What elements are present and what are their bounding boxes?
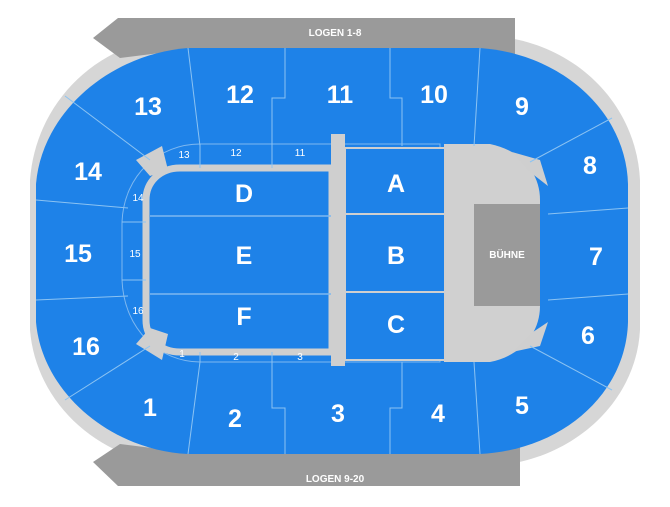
floor-block-a[interactable] <box>344 147 446 215</box>
section-10[interactable]: 10 <box>420 81 448 109</box>
floor-label-e: E <box>236 242 253 270</box>
section-11[interactable]: 11 <box>327 81 354 109</box>
loge-bottom-band[interactable] <box>93 444 520 486</box>
lower-section-15[interactable]: 15 <box>129 249 141 260</box>
stage-box <box>474 204 540 306</box>
section-12[interactable]: 12 <box>226 81 254 109</box>
floor-outline <box>142 164 336 356</box>
section-15[interactable]: 15 <box>64 240 92 268</box>
section-7[interactable]: 7 <box>589 243 603 271</box>
wedge-lower-right <box>512 322 548 352</box>
section-5[interactable]: 5 <box>515 392 529 420</box>
section-2[interactable]: 2 <box>228 405 242 433</box>
stage-label: BÜHNE <box>489 248 525 261</box>
section-9[interactable]: 9 <box>515 93 529 121</box>
lower-section-11[interactable]: 11 <box>295 148 306 159</box>
floor-label-d: D <box>235 180 253 208</box>
floor-block-c[interactable] <box>344 291 446 361</box>
wedge-upper-left <box>136 146 168 176</box>
wedge-upper-right <box>512 152 548 186</box>
floor-label-a: A <box>387 170 405 198</box>
upper-section-dividers <box>35 47 629 455</box>
loge-top-label: LOGEN 1-8 <box>309 28 362 39</box>
section-3[interactable]: 3 <box>331 400 345 428</box>
floor-block-b[interactable] <box>344 213 446 293</box>
walkway-divider <box>331 134 345 366</box>
section-8[interactable]: 8 <box>583 152 597 180</box>
wedge-lower-left <box>136 328 168 360</box>
loge-bottom-label: LOGEN 9-20 <box>306 474 365 485</box>
lower-section-12[interactable]: 12 <box>230 148 242 159</box>
lower-section-3[interactable]: 3 <box>297 352 303 363</box>
floor-label-f: F <box>236 303 251 331</box>
lower-section-13[interactable]: 13 <box>178 150 190 161</box>
section-14[interactable]: 14 <box>74 158 102 186</box>
lower-section-14[interactable]: 14 <box>132 193 144 204</box>
section-6[interactable]: 6 <box>581 322 595 350</box>
section-16[interactable]: 16 <box>72 333 100 361</box>
lower-section-1[interactable]: 1 <box>179 349 185 360</box>
section-13[interactable]: 13 <box>134 93 162 121</box>
section-1[interactable]: 1 <box>143 394 157 422</box>
lower-section-2[interactable]: 2 <box>233 352 239 363</box>
section-4[interactable]: 4 <box>431 400 445 428</box>
lower-section-dividers <box>122 144 273 362</box>
lower-section-16[interactable]: 16 <box>132 306 144 317</box>
floor-label-b: B <box>387 242 405 270</box>
floor-label-c: C <box>387 311 405 339</box>
